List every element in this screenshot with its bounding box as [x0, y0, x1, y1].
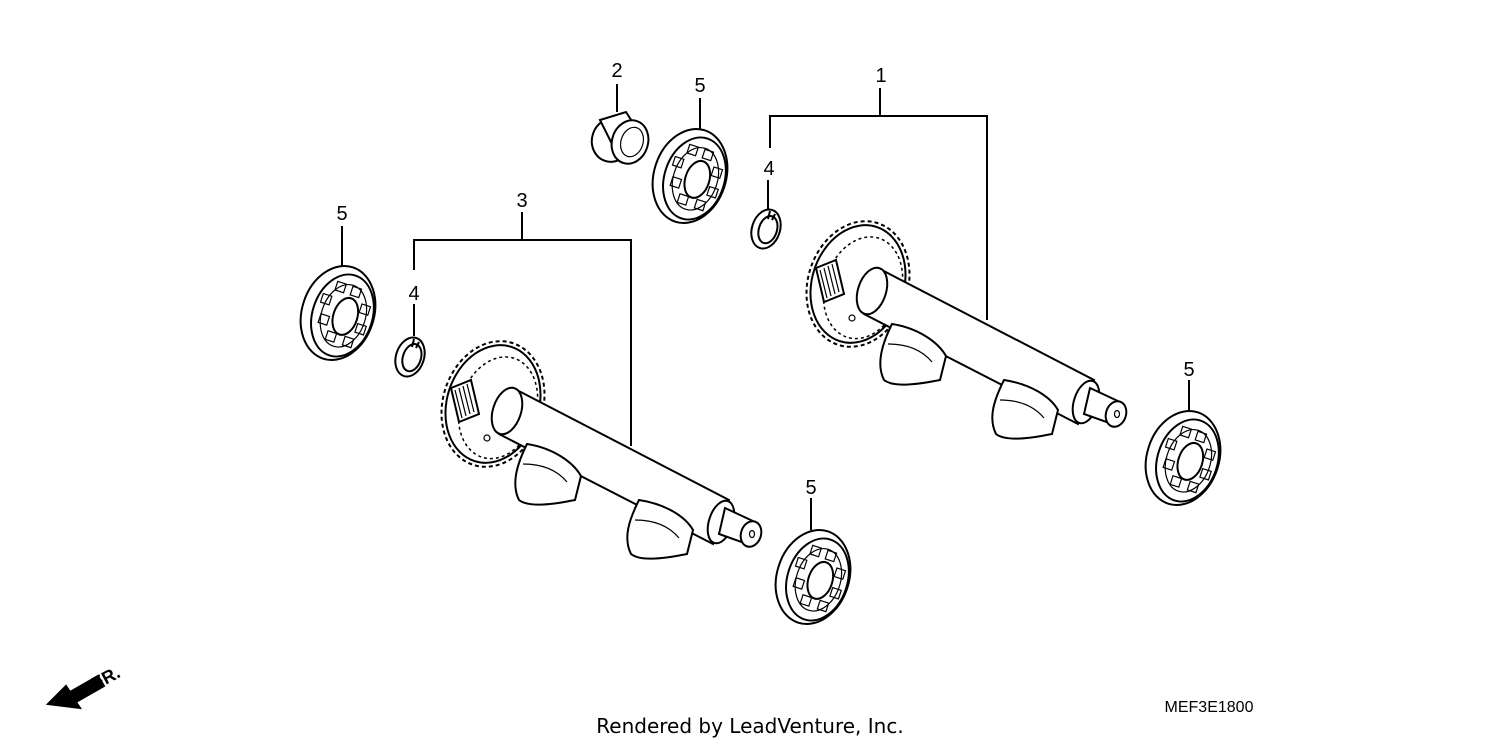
circlip-upper-part	[745, 204, 787, 254]
arrow-left-down-icon	[45, 674, 106, 710]
callout-shaft-upper: 1	[875, 65, 886, 87]
callout-circlip-lower: 4	[408, 283, 419, 305]
callout-shaft-lower: 3	[516, 190, 527, 212]
collar-part	[590, 110, 650, 165]
front-direction-indicator: FR.	[45, 662, 123, 710]
callout-bearing-right: 5	[1183, 359, 1194, 381]
credit-text: Rendered by LeadVenture, Inc.	[596, 714, 904, 738]
callout-circlip-upper: 4	[763, 158, 774, 180]
balancer-shaft-upper-part	[789, 206, 1131, 440]
bearing-right-part	[1132, 400, 1234, 516]
callout-bearing-top: 5	[694, 75, 705, 97]
bearing-left-part	[287, 255, 389, 371]
callout-bearing-left: 5	[336, 203, 347, 225]
circlip-lower-part	[389, 332, 431, 382]
bearing-top-part	[639, 118, 741, 234]
callout-collar: 2	[611, 60, 622, 82]
leader-lines	[341, 84, 1190, 530]
callout-bearing-bottom: 5	[805, 477, 816, 499]
bearing-bottom-part	[762, 519, 864, 635]
diagram-code: MEF3E1800	[1165, 699, 1254, 716]
balancer-shaft-lower-part	[424, 326, 766, 560]
